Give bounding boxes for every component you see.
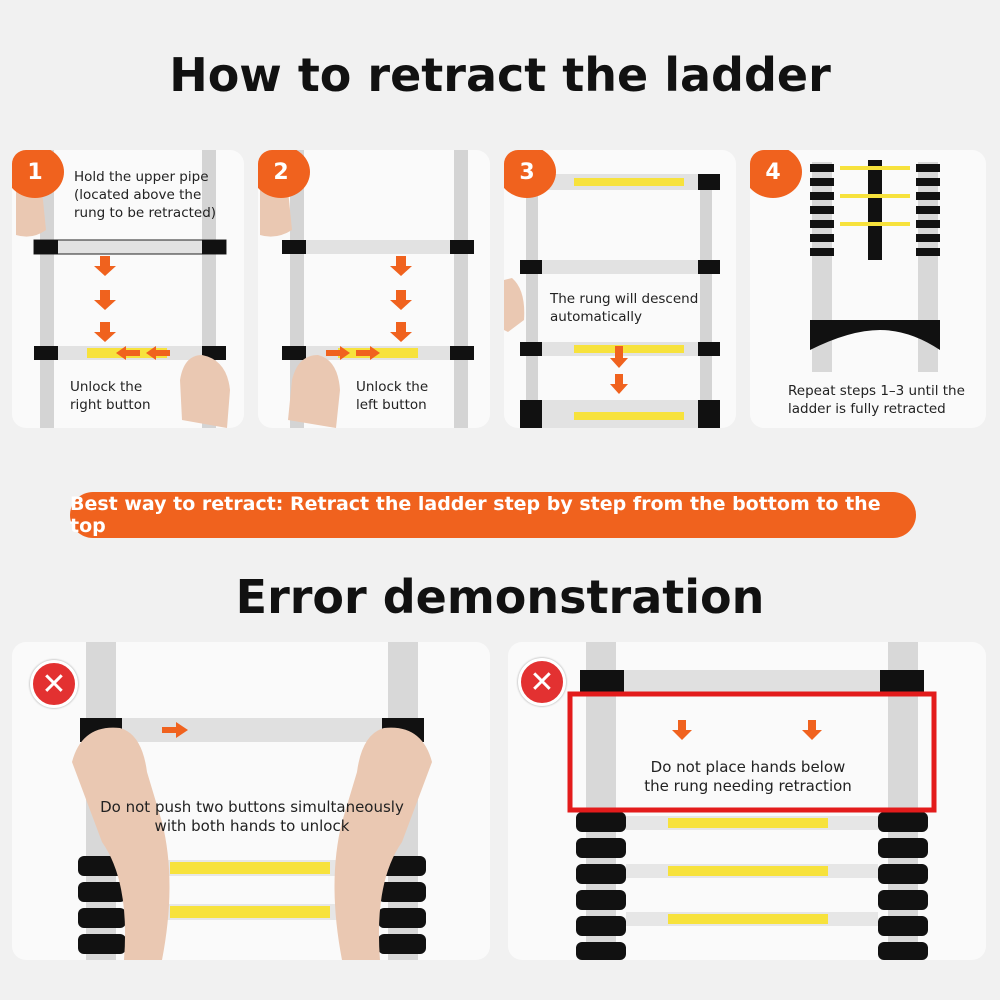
step-1-text: Hold the upper pipe (located above the r… <box>74 169 217 221</box>
error-2-illustration <box>567 642 937 960</box>
error-1-illustration <box>72 642 432 960</box>
error-section-title: Error demonstration <box>235 570 765 624</box>
error-1-text: Do not push two buttons simultaneously w… <box>100 798 404 835</box>
step-2-badge: 2 <box>258 150 310 198</box>
step-4-panel: 4 Repeat steps 1–3 until the ladder is f… <box>750 150 986 428</box>
error-2-panel: ✕ Do not place hands below the rung need… <box>508 642 986 960</box>
step-3-illustration <box>504 174 720 428</box>
error-2-text: Do not place hands below the rung needin… <box>644 758 852 795</box>
step-3-badge: 3 <box>504 150 556 198</box>
error-2-cross-icon: ✕ <box>518 658 566 706</box>
step-1-illustration <box>16 150 230 428</box>
step-4-illustration <box>810 160 940 372</box>
error-1-panel: ✕ Do not push two buttons simultaneously… <box>12 642 490 960</box>
step-1-panel: 1 Hold the upper pipe (located above the… <box>12 150 244 428</box>
step-2-illustration <box>260 150 474 428</box>
tip-banner: Best way to retract: Retract the ladder … <box>70 492 916 538</box>
step-1-caption: Unlock the right button <box>70 379 151 413</box>
error-1-cross-icon: ✕ <box>30 660 78 708</box>
step-1-badge: 1 <box>12 150 64 198</box>
step-2-panel: 2 Unlock the left button <box>258 150 490 428</box>
step-3-panel: 3 The rung will descend automatically <box>504 150 736 428</box>
step-4-caption: Repeat steps 1–3 until the ladder is ful… <box>788 383 965 417</box>
step-2-caption: Unlock the left button <box>356 379 429 413</box>
step-4-badge: 4 <box>750 150 802 198</box>
page-title: How to retract the ladder <box>169 48 831 102</box>
step-3-text: The rung will descend automatically <box>550 291 699 325</box>
